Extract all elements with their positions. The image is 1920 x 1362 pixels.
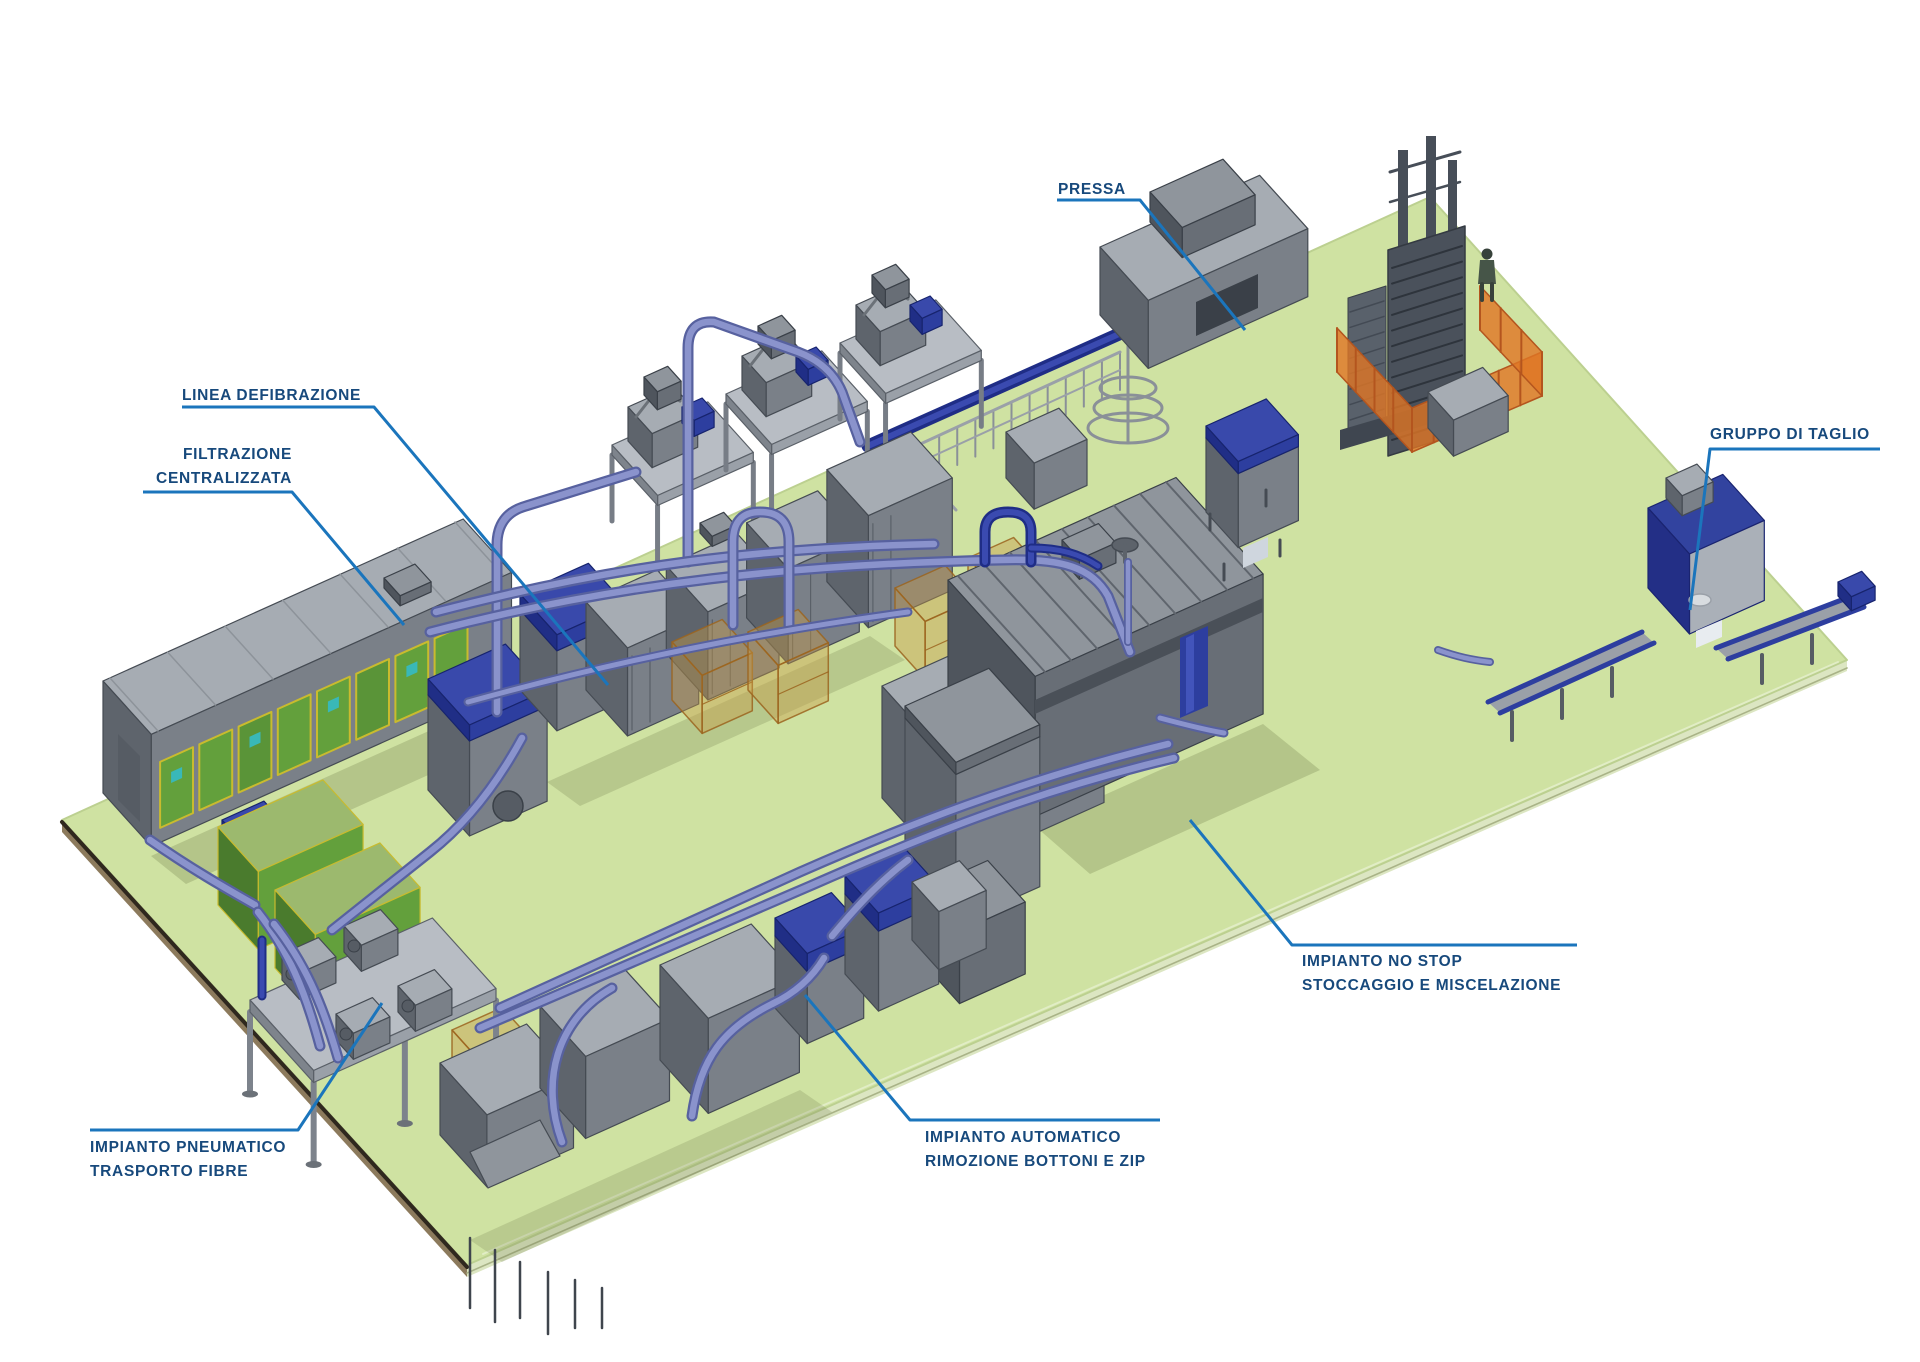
label-line: FILTRAZIONE	[182, 446, 292, 463]
pressa-machine	[861, 136, 1543, 512]
leader-line-gruppo-di-taglio	[1688, 447, 1880, 611]
pipes-upper	[144, 316, 1494, 911]
label-line: IMPIANTO PNEUMATICO	[90, 1139, 287, 1156]
label-line: GRUPPO DI TAGLIO	[1710, 426, 1870, 443]
label-pressa: PRESSA	[1058, 178, 1126, 202]
leader-line-linea-defibrazione	[182, 405, 610, 686]
label-line: IMPIANTO AUTOMATICO	[925, 1129, 1122, 1146]
label-impianto-pneumatico: IMPIANTO PNEUMATICO TRASPORTO FIBRE	[90, 1136, 286, 1184]
label-line: PRESSA	[1058, 181, 1126, 198]
label-gruppo-di-taglio: GRUPPO DI TAGLIO	[1710, 423, 1870, 447]
label-line: CENTRALIZZATA	[156, 470, 292, 487]
label-line: TRASPORTO FIBRE	[90, 1163, 249, 1180]
gruppo-di-taglio-machines	[1205, 398, 1876, 742]
label-line: LINEA DEFIBRAZIONE	[182, 387, 362, 404]
leader-lines	[90, 198, 1880, 1132]
leader-line-pressa	[1057, 198, 1247, 331]
label-impianto-no-stop: IMPIANTO NO STOP STOCCAGGIO E MISCELAZIO…	[1302, 950, 1561, 998]
label-line: IMPIANTO NO STOP	[1302, 953, 1463, 970]
label-linea-defibrazione: LINEA DEFIBRAZIONE	[182, 384, 361, 408]
pipes-lower	[252, 732, 1180, 1148]
leader-line-impianto-no-stop	[1188, 819, 1577, 947]
leader-line-impianto-automatico	[803, 994, 1160, 1122]
label-filtrazione-centralizzata: FILTRAZIONE CENTRALIZZATA	[130, 443, 292, 491]
label-line: STOCCAGGIO E MISCELAZIONE	[1302, 977, 1562, 994]
leader-line-impianto-pneumatico	[90, 1002, 384, 1132]
label-line: RIMOZIONE BOTTONI E ZIP	[925, 1153, 1146, 1170]
label-impianto-automatico: IMPIANTO AUTOMATICO RIMOZIONE BOTTONI E …	[925, 1126, 1146, 1174]
leader-line-filtrazione	[143, 490, 406, 626]
impianto-no-stop-machine	[881, 476, 1320, 1005]
